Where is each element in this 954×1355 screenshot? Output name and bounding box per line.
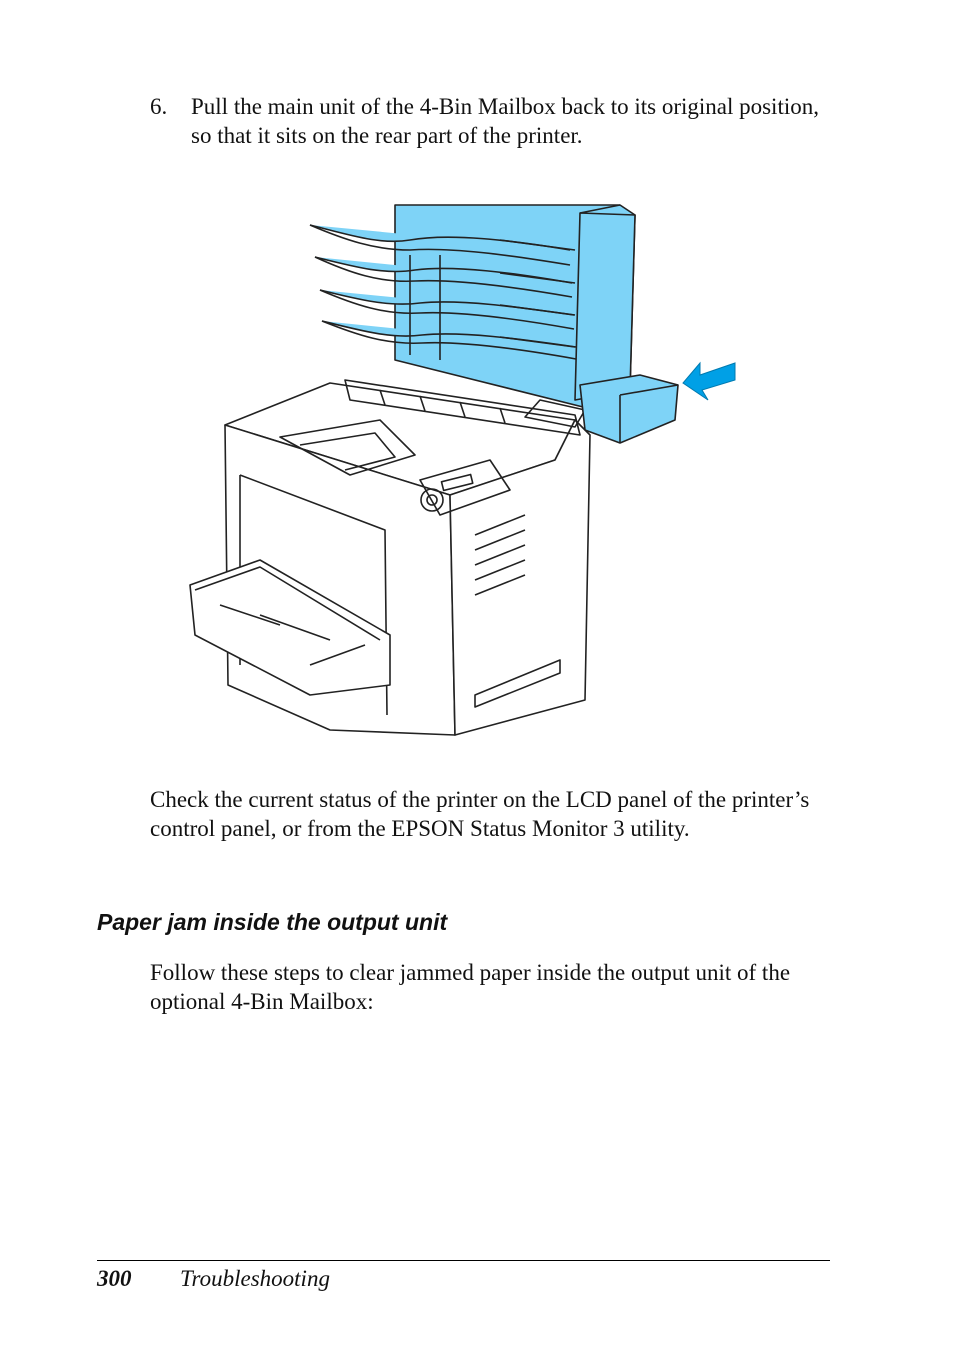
step-text: Pull the main unit of the 4-Bin Mailbox … [191, 94, 819, 148]
steps-intro-paragraph: Follow these steps to clear jammed paper… [150, 960, 791, 1014]
section-heading: Paper jam inside the output unit [97, 909, 448, 935]
footer-divider [97, 1260, 830, 1261]
printer-mailbox-illustration [189, 204, 736, 736]
page-number: 300 [97, 1266, 132, 1291]
paper-tray [189, 559, 391, 696]
arrow-left-icon [682, 361, 736, 401]
mailbox-unit [309, 204, 679, 444]
status-paragraph: Check the current status of the printer … [150, 787, 810, 841]
footer-section-title: Troubleshooting [180, 1266, 330, 1291]
printer-body [224, 379, 591, 736]
instruction-step: 6. Pull the main unit of the 4-Bin Mailb… [150, 92, 840, 150]
step-number: 6. [150, 94, 168, 119]
